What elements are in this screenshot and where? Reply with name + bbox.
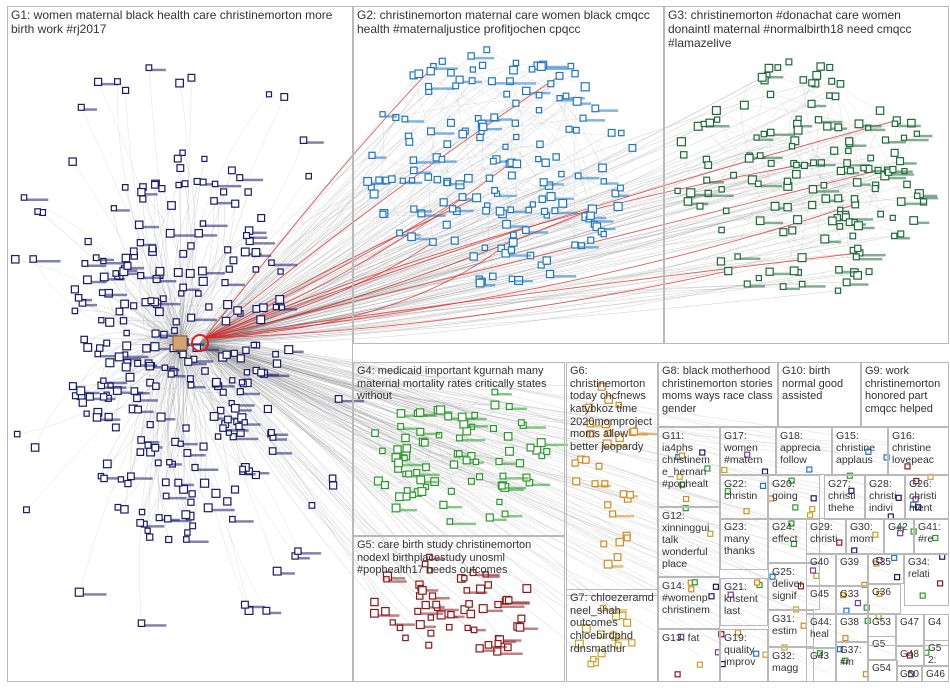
group-label-g46: G46 xyxy=(926,669,946,681)
group-box-g7: G7: chloezeramd neel_shah outcomes chloe… xyxy=(566,589,658,682)
group-box-g27: G27: christi thehe xyxy=(824,475,865,520)
group-label-g50: G50 xyxy=(900,669,919,681)
group-label-g36: G36 xyxy=(872,587,898,599)
group-label-g49: G4 xyxy=(928,617,946,629)
group-label-g18: G18: apprecia follow xyxy=(780,430,829,466)
group-label-g29: G29: christi xyxy=(810,521,843,545)
group-box-g10: G10: birth normal good assisted xyxy=(778,362,861,427)
group-label-g17: G17: women #matern xyxy=(724,430,773,466)
group-box-g8: G8: black motherhood christinemorton sto… xyxy=(658,362,778,427)
group-label-g40: G40 xyxy=(810,557,833,569)
group-box-g6: G6: christinemorton today chcfnews katyb… xyxy=(566,362,658,596)
group-box-g12: G12: xinninggui talk wonderful place xyxy=(658,507,720,577)
group-label-g45: G45 xyxy=(810,589,833,601)
group-box-g48: G48 xyxy=(896,646,924,666)
group-label-g52: G52: inc xyxy=(928,643,946,666)
group-box-g35: G35 xyxy=(868,554,904,584)
group-label-g41: G41: #re xyxy=(918,521,946,545)
group-box-g1: G1: women maternal black health care chr… xyxy=(7,6,353,682)
group-box-g2: G2: christinemorton maternal care women … xyxy=(353,6,664,344)
group-box-g34: G34: relati xyxy=(904,554,949,606)
group-box-g36: G36 xyxy=(868,584,901,614)
group-label-g23: G23: many thanks xyxy=(724,521,765,557)
group-box-g18: G18: apprecia follow xyxy=(776,427,832,475)
group-box-g47: G47 xyxy=(896,614,924,646)
group-box-g30: G30: mom xyxy=(846,518,884,554)
group-label-g39: G39 xyxy=(840,557,865,569)
group-label-g8: G8: black motherhood christinemorton sto… xyxy=(662,365,775,416)
group-label-g42: G42 xyxy=(888,521,911,533)
group-box-g11: G11: ia4phs christinem e_hernan #popheal… xyxy=(658,427,720,507)
group-box-g42: G42 xyxy=(884,518,914,554)
group-box-g39: G39 xyxy=(836,554,868,586)
group-label-g5: G5: care birth study christinemorton nod… xyxy=(357,539,562,577)
group-label-g47: G47 xyxy=(900,617,921,629)
group-label-g38: G38 xyxy=(840,617,865,629)
group-box-g4: G4: medicaid important kgurnah many mate… xyxy=(353,362,565,536)
group-label-g3: G3: christinemorton #donachat care women… xyxy=(668,9,946,50)
group-label-g14: G14: #womenp christinem xyxy=(662,580,717,616)
group-label-g6: G6: christinemorton today chcfnews katyb… xyxy=(570,365,655,453)
group-box-g41: G41: #re xyxy=(914,518,949,554)
group-box-g16: G16: christine lovepeac xyxy=(888,427,949,475)
group-box-g19: G19: quality improv xyxy=(720,629,768,682)
group-label-g37: G37: #m xyxy=(840,645,865,668)
group-box-g53: G53 xyxy=(868,614,896,646)
group-box-g52: G52: inc xyxy=(924,640,949,666)
group-label-g21: G21: kristent last xyxy=(724,581,765,617)
group-label-g15: G15: christine applaus xyxy=(836,430,885,466)
group-label-g27: G27: christi thehe xyxy=(828,478,862,514)
group-label-g26: G26: christi ment xyxy=(909,478,946,514)
group-box-g44: G44: heal xyxy=(806,614,836,648)
group-label-g44: G44: heal xyxy=(810,617,833,640)
group-label-g22: G22: christin xyxy=(724,478,765,502)
group-box-g20: G20: going xyxy=(768,475,820,520)
group-label-g4: G4: medicaid important kgurnah many mate… xyxy=(357,365,562,403)
group-box-g37: G37: #m xyxy=(836,642,868,682)
group-box-g40: G40 xyxy=(806,554,836,586)
group-label-g16: G16: christine lovepeac xyxy=(892,430,946,466)
group-label-g10: G10: birth normal good assisted xyxy=(782,365,858,403)
group-box-g46: G46 xyxy=(922,666,949,682)
group-label-g28: G28: christi indivi xyxy=(869,478,902,514)
group-box-g22: G22: christin xyxy=(720,475,768,520)
group-label-g33: G33 xyxy=(840,589,865,601)
group-label-g12: G12: xinninggui talk wonderful place xyxy=(662,510,717,570)
group-label-g2: G2: christinemorton maternal care women … xyxy=(357,9,661,37)
group-box-g28: G28: christi indivi xyxy=(865,475,905,520)
group-box-g3: G3: christinemorton #donachat care women… xyxy=(664,6,949,344)
group-label-g13: G13: fat xyxy=(662,632,717,644)
group-label-g1: G1: women maternal black health care chr… xyxy=(11,9,350,37)
group-label-g34: G34: relati xyxy=(908,557,946,580)
group-box-g45: G45 xyxy=(806,586,836,614)
group-box-g50: G50 xyxy=(896,666,922,682)
group-label-g48: G48 xyxy=(900,649,921,661)
group-box-g29: G29: christi xyxy=(806,518,846,554)
group-box-g15: G15: christine applaus xyxy=(832,427,888,475)
group-label-g7: G7: chloezeramd neel_shah outcomes chloe… xyxy=(570,592,655,655)
group-label-g11: G11: ia4phs christinem e_hernan #popheal… xyxy=(662,430,717,490)
group-label-g19: G19: quality improv xyxy=(724,632,765,668)
group-label-g9: G9: work christinemorton honored part cm… xyxy=(865,365,946,416)
group-box-g13: G13: fat xyxy=(658,629,720,682)
group-box-g54: G54 xyxy=(868,660,898,682)
group-box-g23: G23: many thanks xyxy=(720,518,768,570)
group-label-g35: G35 xyxy=(872,557,901,569)
group-box-g26: G26: christi ment xyxy=(905,475,949,520)
group-label-g30: G30: mom xyxy=(850,521,881,545)
group-label-g54: G54 xyxy=(872,663,895,675)
group-box-g21: G21: kristent last xyxy=(720,578,768,626)
group-label-g43: G43 xyxy=(810,651,833,663)
group-box-g33: G33 xyxy=(836,586,868,614)
group-box-g5: G5: care birth study christinemorton nod… xyxy=(353,536,565,682)
group-label-g20: G20: going xyxy=(772,478,817,502)
group-box-g43: G43 xyxy=(806,648,836,682)
group-box-g14: G14: #womenp christinem xyxy=(658,577,720,629)
group-box-g17: G17: women #matern xyxy=(720,427,776,475)
group-box-g38: G38 xyxy=(836,614,868,642)
group-label-g53: G53 xyxy=(872,617,893,629)
group-box-g9: G9: work christinemorton honored part cm… xyxy=(861,362,949,427)
